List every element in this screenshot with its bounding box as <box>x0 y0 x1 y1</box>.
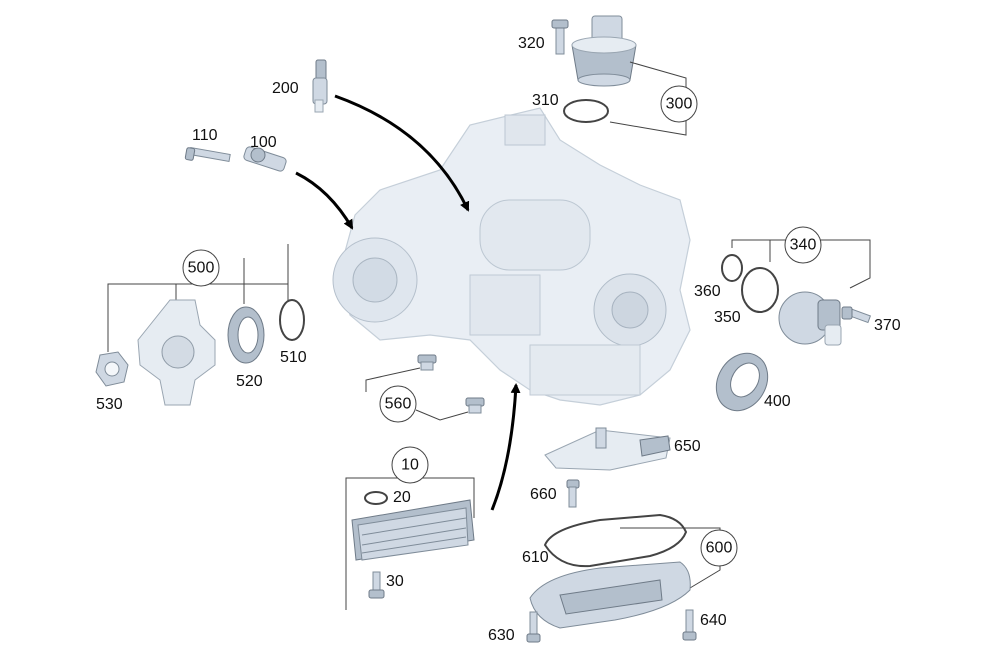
label-350: 350 <box>714 309 741 326</box>
label-660: 660 <box>530 486 557 503</box>
label-630: 630 <box>488 627 515 644</box>
part-300-sensor-assembly <box>571 15 637 87</box>
label-200: 200 <box>272 80 299 97</box>
label-340: 340 <box>790 237 817 254</box>
part-110-bolt <box>184 146 231 162</box>
part-360-o-ring <box>721 254 743 282</box>
part-flange <box>137 299 216 406</box>
part-30-bolt <box>368 571 385 599</box>
callout-circle-500 <box>182 249 220 287</box>
part-340-actuator <box>778 291 842 346</box>
callout-circle-340 <box>784 226 822 264</box>
callout-circle-300 <box>660 85 698 123</box>
part-560-plug-upper <box>417 354 437 371</box>
part-20-o-ring <box>364 491 388 505</box>
part-640-bolt <box>682 609 697 641</box>
part-10-oil-cooler <box>351 499 475 561</box>
label-600: 600 <box>706 540 733 557</box>
label-520: 520 <box>236 373 263 390</box>
arrow-10 <box>490 383 521 511</box>
arrow-200 <box>334 94 470 212</box>
label-320: 320 <box>518 35 545 52</box>
label-640: 640 <box>700 612 727 629</box>
label-360: 360 <box>694 283 721 300</box>
label-110: 110 <box>192 127 218 144</box>
callout-circle-600 <box>700 529 738 567</box>
label-650: 650 <box>674 438 701 455</box>
transmission-housing <box>332 107 691 406</box>
leader-560-a <box>365 367 421 392</box>
arrow-100 <box>295 171 354 230</box>
part-630-bolt <box>526 611 541 643</box>
part-610-gasket <box>543 513 688 568</box>
label-10: 10 <box>401 457 419 474</box>
part-370-bolt <box>841 306 872 324</box>
label-30: 30 <box>386 573 404 590</box>
label-100: 100 <box>250 134 277 151</box>
part-100-sensor <box>243 146 287 172</box>
label-310: 310 <box>532 92 559 109</box>
label-530: 530 <box>96 396 123 413</box>
part-320-bolt <box>551 19 569 55</box>
callout-circle-560 <box>379 385 417 423</box>
part-600-oil-pan <box>529 561 691 629</box>
leader-340-bracket <box>731 239 871 289</box>
label-300: 300 <box>666 96 693 113</box>
label-560: 560 <box>385 396 412 413</box>
label-370: 370 <box>874 317 901 334</box>
label-500: 500 <box>188 260 215 277</box>
part-650-guide-plate <box>544 427 671 471</box>
label-400: 400 <box>764 393 791 410</box>
part-560-plug-lower <box>465 397 485 414</box>
part-350-o-ring <box>741 267 779 313</box>
part-400-seal <box>715 352 769 412</box>
label-610: 610 <box>522 549 549 566</box>
leader-560-b <box>415 409 469 421</box>
callout-circle-10 <box>391 446 429 484</box>
label-20: 20 <box>393 489 411 506</box>
label-510: 510 <box>280 349 307 366</box>
part-310-o-ring <box>563 99 609 123</box>
part-520-seal <box>227 306 265 364</box>
part-530-nut <box>95 351 129 387</box>
part-660-bolt <box>566 479 580 508</box>
part-510-o-ring <box>279 299 305 341</box>
part-200-sensor <box>312 59 328 113</box>
